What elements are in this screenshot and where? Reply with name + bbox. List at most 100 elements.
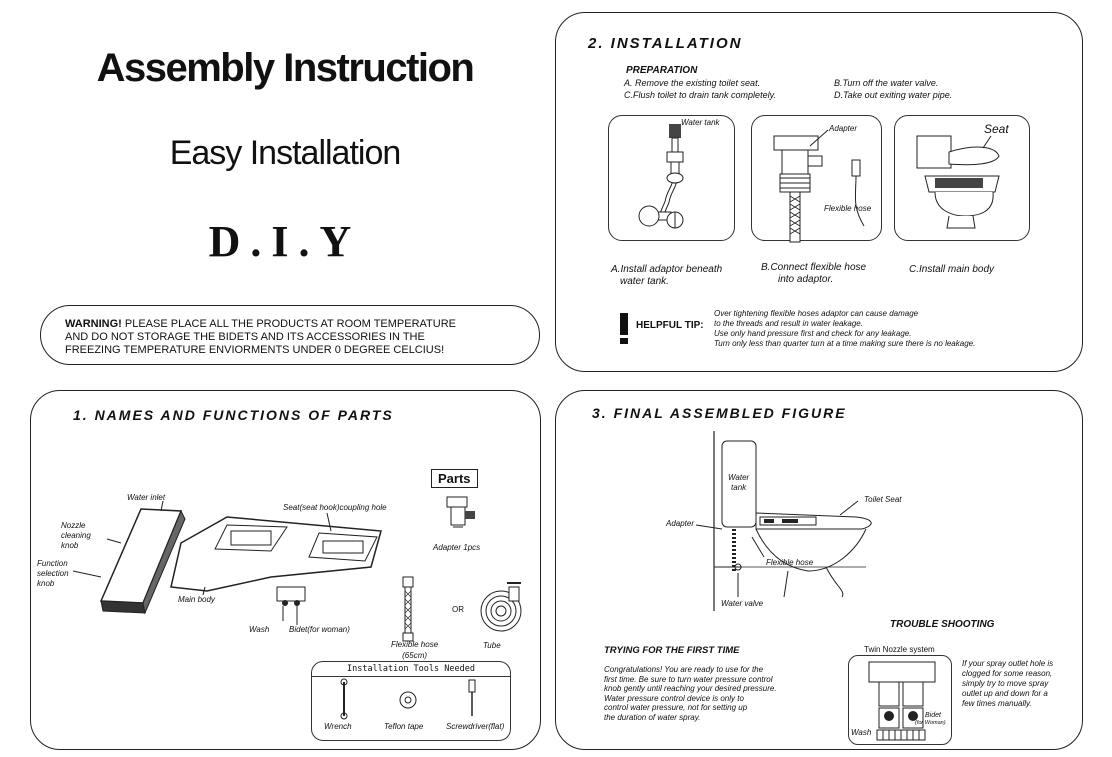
warning-line-1: PLEASE PLACE ALL THE PRODUCTS AT ROOM TE…: [124, 318, 456, 330]
step-a-line-2: water tank.: [620, 276, 669, 287]
adapter-label: Adapter 1pcs: [433, 543, 481, 552]
warning-line-3: FREEZING TEMPERATURE ENVIORMENTS UNDER 0…: [65, 344, 445, 356]
step-a-line-1: A.Install adaptor beneath: [611, 264, 723, 275]
bidet-body-illustration: [72, 500, 382, 625]
parts-box-text: Parts: [438, 471, 471, 486]
tools-illustration: [340, 678, 476, 720]
nozzle-knob-label: Nozzle cleaning knob: [61, 521, 91, 551]
helpful-tip-label: HELPFUL TIP:: [636, 320, 704, 331]
nozzle-bidet-label: Bidet: [925, 712, 941, 719]
accessories-illustration: [402, 496, 522, 642]
tip-line-2: to the threads and result in water leaka…: [714, 319, 863, 328]
function-line-1: Function: [37, 559, 68, 568]
trouble-text: If your spray outlet hole is clogged for…: [962, 659, 1053, 709]
adaptor-pipe-illustration: [638, 124, 684, 229]
first-line-2: first time. Be sure to turn water pressu…: [604, 674, 773, 684]
figure-connect-hose: Adapter Flexible hose: [751, 115, 882, 243]
bidet-label: Bidet(for woman): [289, 625, 350, 634]
prep-c: C.Flush toilet to drain tank completely.: [624, 90, 776, 100]
nozzle-wash-label: Wash: [851, 728, 872, 737]
prep-a: A. Remove the existing toilet seat.: [624, 78, 761, 88]
diy-title: D.I.Y: [208, 217, 362, 266]
hose-line-1: Flexible hose: [391, 640, 439, 649]
parts-heading: 1. NAMES AND FUNCTIONS OF PARTS: [73, 407, 394, 423]
tools-box: Installation Tools Needed Wrench Teflon …: [311, 661, 511, 741]
twin-nozzle-figure: Wash Bidet (for Woman): [848, 655, 952, 745]
page-subtitle: Easy Installation: [169, 134, 402, 172]
final-heading: 3. FINAL ASSEMBLED FIGURE: [592, 405, 847, 421]
page-title: Assembly Instruction: [96, 46, 475, 90]
prep-d: D.Take out exiting water pipe.: [834, 90, 953, 100]
figure-install-body: Seat: [894, 115, 1030, 241]
tip-line-3: Use only hand pressure first and check f…: [714, 329, 912, 338]
step-a-caption: A.Install adaptor beneath water tank.: [611, 264, 722, 288]
tools-title: Installation Tools Needed: [312, 662, 510, 677]
final-adapter-label: Adapter: [666, 519, 695, 528]
tube-label: Tube: [483, 641, 501, 650]
first-line-5: control water pressure, not for setting …: [604, 703, 748, 712]
tool-teflon-label: Teflon tape: [384, 722, 424, 731]
first-line-4: Water pressure control device is only to: [604, 693, 744, 703]
trouble-line-5: few times manually.: [962, 699, 1032, 708]
preparation-label: PREPARATION: [626, 65, 698, 76]
nozzle-line-3: knob: [61, 541, 79, 550]
prep-b: B.Turn off the water valve.: [834, 78, 939, 88]
installation-panel: 2. INSTALLATION PREPARATION A. Remove th…: [555, 12, 1083, 372]
first-time-heading: TRYING FOR THE FIRST TIME: [604, 645, 740, 656]
first-line-6: the duration of water spray.: [604, 712, 701, 722]
trouble-line-2: clogged for some reason,: [962, 669, 1053, 678]
or-label: OR: [452, 605, 464, 614]
first-time-text: Congratulations! You are ready to use fo…: [604, 665, 777, 722]
trouble-line-1: If your spray outlet hole is: [962, 659, 1054, 668]
trouble-line-4: outlet up and down for a: [962, 689, 1048, 698]
first-line-1: Congratulations! You are ready to use fo…: [604, 665, 764, 674]
installation-heading: 2. INSTALLATION: [588, 35, 743, 52]
nozzle-line-1: Nozzle: [61, 521, 86, 530]
helpful-tip-text: Over tightening flexible hoses adaptor c…: [714, 309, 975, 349]
parts-panel: 1. NAMES AND FUNCTIONS OF PARTS Water in…: [30, 390, 541, 750]
final-water-tank-line-1: Water: [728, 473, 750, 482]
water-inlet-label: Water inlet: [127, 493, 166, 502]
final-water-tank-label: Water tank: [728, 473, 749, 493]
function-line-2: selection: [37, 569, 69, 578]
warning-label: WARNING!: [65, 318, 122, 330]
fig-b-hose-label: Flexible hose: [824, 204, 872, 213]
hose-label: Flexible hose (65cm): [391, 639, 438, 661]
final-toilet-seat-label: Toilet Seat: [864, 495, 902, 504]
figure-install-adaptor: Water tank: [608, 115, 735, 241]
final-panel: 3. FINAL ASSEMBLED FIGURE Water tank Toi…: [555, 390, 1083, 750]
step-b-caption: B.Connect flexible hose into adaptor.: [761, 262, 866, 286]
seat-hole-label: Seat(seat hook)coupling hole: [283, 503, 387, 512]
main-body-label: Main body: [178, 595, 215, 604]
trouble-line-3: simply try to move spray: [962, 679, 1049, 688]
trouble-heading: TROUBLE SHOOTING: [890, 619, 995, 630]
function-knob-label: Function selection knob: [37, 559, 69, 589]
assembled-toilet-illustration: [695, 431, 872, 611]
exclamation-dot-icon: [620, 338, 628, 344]
exclamation-icon: [620, 313, 628, 335]
nozzle-line-2: cleaning: [61, 531, 91, 540]
step-b-line-1: B.Connect flexible hose: [761, 262, 867, 273]
tool-wrench-label: Wrench: [324, 722, 352, 731]
warning-text: WARNING! PLEASE PLACE ALL THE PRODUCTS A…: [65, 318, 456, 357]
warning-line-2: AND DO NOT STORAGE THE BIDETS AND ITS AC…: [65, 331, 425, 343]
tip-line-1: Over tightening flexible hoses adaptor c…: [714, 309, 919, 318]
wash-label: Wash: [249, 625, 270, 634]
fig-b-adapter-label: Adapter: [829, 124, 858, 133]
fig-c-seat-label: Seat: [984, 122, 1009, 136]
function-line-3: knob: [37, 579, 55, 588]
twin-nozzle-label: Twin Nozzle system: [864, 645, 935, 654]
tip-line-4: Turn only less than quarter turn at a ti…: [714, 339, 976, 348]
nozzle-women-label: (for Woman): [915, 720, 946, 726]
tool-screwdriver-label: Screwdriver(flat): [446, 722, 505, 731]
final-hose-label: Flexible hose: [766, 558, 814, 567]
hose-adapter-illustration: [773, 129, 865, 243]
warning-banner: WARNING! PLEASE PLACE ALL THE PRODUCTS A…: [40, 305, 540, 365]
step-b-line-2: into adaptor.: [778, 274, 834, 285]
final-valve-label: Water valve: [721, 599, 764, 608]
final-water-tank-line-2: tank: [731, 483, 747, 492]
hose-line-2: (65cm): [402, 651, 428, 660]
first-line-3: knob gently until reaching your desired …: [604, 684, 777, 693]
parts-box-label: Parts: [431, 469, 478, 488]
twin-nozzle-illustration: [868, 661, 936, 741]
